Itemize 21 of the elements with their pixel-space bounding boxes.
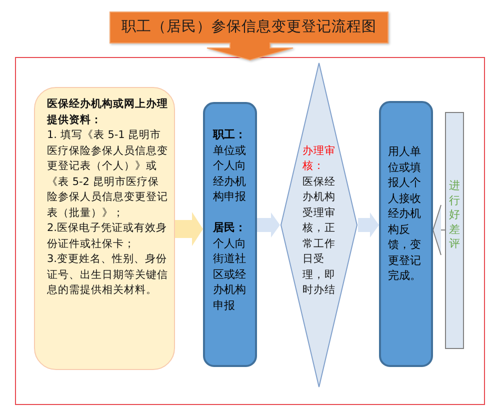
block-arrow — [257, 212, 280, 238]
callout-pointer — [432, 204, 446, 256]
step-text: 3.变更姓名、性别、身份证号、出生日期等关键信息的需提供相关材料。 — [47, 252, 169, 298]
callout-panel — [445, 112, 464, 349]
heading-text: 职工： — [213, 127, 247, 142]
process-box — [203, 102, 257, 367]
body-text: 个人向街道社区或经办机构申报 — [213, 236, 247, 313]
step-text: 2.医保电子凭证或有效身份证件或社保卡； — [47, 221, 168, 252]
decision-diamond — [280, 62, 358, 388]
block-arrow — [175, 212, 203, 246]
materials-card — [34, 87, 175, 370]
heading-text: 居民： — [213, 220, 247, 236]
body-text: 医保经办机构受理审核，正常工作日受理，即时办结 — [302, 174, 336, 298]
step-text: 1. 填写《表 5-1 昆明市医疗保险参保人员信息变更登记表（个人）》或《表 5-2 昆明市医疗保险参保人员信息变更登记表（批量）》； — [47, 128, 169, 220]
diagram-title: 职工（居民）参保信息变更登记流程图 — [122, 18, 376, 37]
body-text: 用人单位或填报人个人接收经办机构反馈，变更登记完成。 — [388, 144, 422, 284]
heading-text: 办理审核： — [302, 144, 336, 174]
process-box — [379, 101, 433, 367]
heading-text: 医保经办机构或网上办理提供资料： — [47, 97, 169, 128]
vertical-text: 进行好差评 — [449, 179, 460, 252]
body-text: 单位或个人向经办机构申报 — [213, 142, 247, 204]
